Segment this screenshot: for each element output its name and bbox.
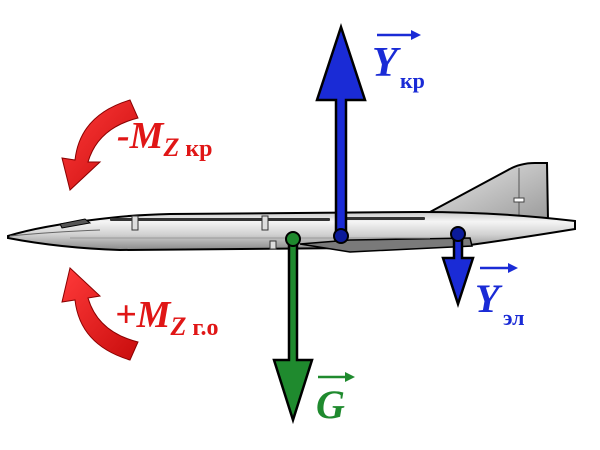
moment-tail-subscript: г.о: [192, 315, 218, 341]
moment-wing-subscript: кр: [185, 136, 212, 162]
moment-tail-symbol: +M: [115, 294, 172, 336]
lift-elevon-symbol: Y: [475, 276, 503, 321]
aircraft-icon: [7, 162, 576, 253]
lift-elevon-subscript: эл: [503, 305, 524, 330]
lift-elevon-label: Y эл: [475, 263, 524, 330]
moment-wing-axis: Z: [162, 133, 179, 162]
lift-wing-subscript: кр: [400, 68, 425, 93]
weight-symbol: G: [316, 382, 345, 427]
lift-wing-label: Y кр: [372, 30, 425, 93]
moment-tail-axis: Z: [169, 312, 186, 341]
svg-text:+MZг.о: +MZг.о: [115, 294, 219, 341]
weight-force-arrow: [272, 231, 314, 425]
curved-arrow-cw-icon: [61, 267, 139, 361]
cabin-windows: [110, 217, 425, 221]
curved-arrow-ccw-icon: [61, 99, 139, 191]
weight-label: G: [316, 372, 355, 427]
lift-wing-symbol: Y: [372, 40, 401, 86]
moment-wing-symbol: -M: [117, 115, 165, 157]
lift-force-wing-arrow: [315, 22, 367, 244]
lift-force-elevon-arrow: [441, 226, 475, 309]
